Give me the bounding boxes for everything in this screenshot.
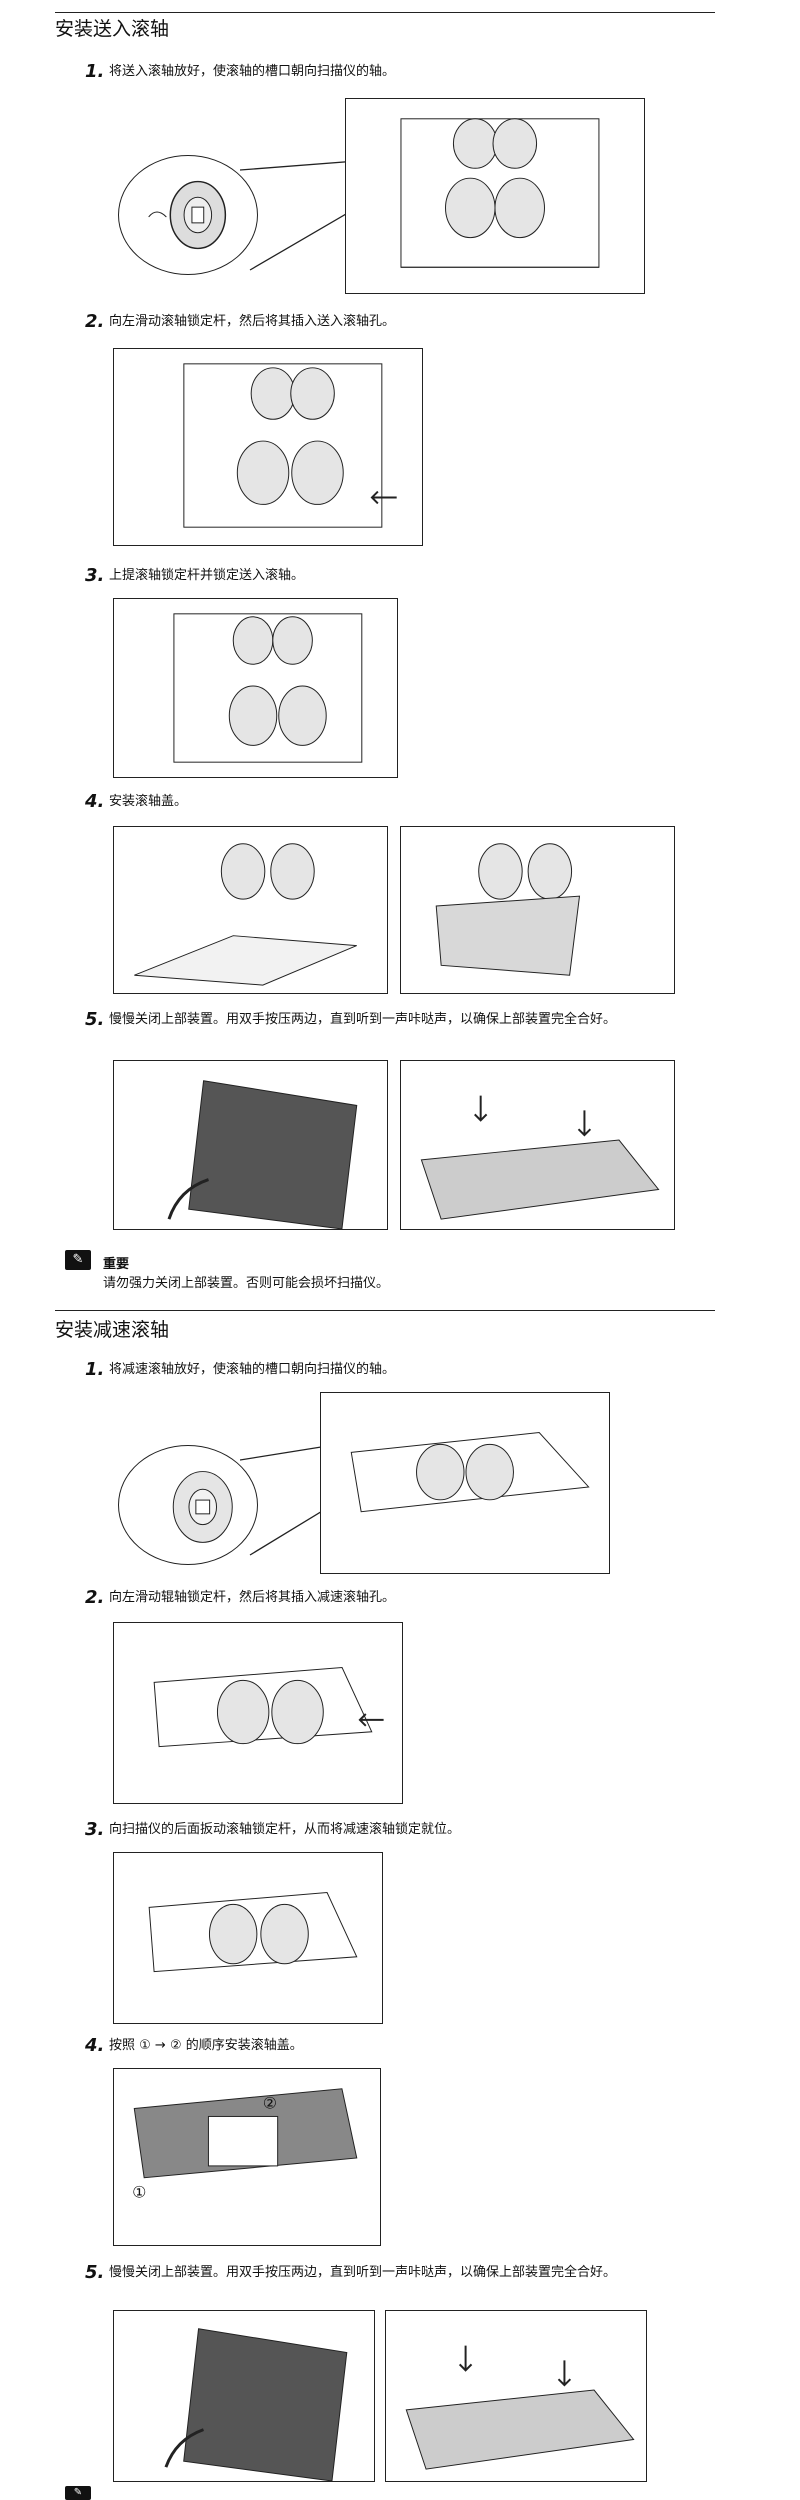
- feed-step-3: 3. 上提滚轴锁定杆并锁定送入滚轴。: [85, 566, 705, 588]
- step-text: 慢慢关闭上部装置。用双手按压两边，直到听到一声咔哒声，以确保上部装置完全合好。: [109, 2265, 617, 2280]
- step-number: 2.: [85, 311, 105, 332]
- retard-step-4: 4. 按照 ① → ② 的顺序安装滚轴盖。: [85, 2036, 705, 2058]
- feed-step-4-figure-b: [400, 826, 675, 994]
- figure-label-two: ②: [263, 2094, 277, 2113]
- step-text: 向左滑动滚轴锁定杆，然后将其插入送入滚轴孔。: [109, 314, 396, 329]
- section-rule: [55, 12, 715, 14]
- step-text: 按照 ① → ② 的顺序安装滚轴盖。: [109, 2038, 303, 2053]
- retard-step-1-figure: [320, 1392, 610, 1574]
- feed-step-1-figure: [345, 98, 645, 294]
- feed-step-4-figure-a: [113, 826, 388, 994]
- important-icon: ✎: [65, 1250, 91, 1270]
- step-number: 2.: [85, 1587, 105, 1608]
- feed-step-5: 5. 慢慢关闭上部装置。用双手按压两边，直到听到一声咔哒声，以确保上部装置完全合好…: [85, 1010, 705, 1032]
- step-text: 向扫描仪的后面扳动滚轴锁定杆，从而将减速滚轴锁定就位。: [109, 1822, 461, 1837]
- feed-step-3-figure: [113, 598, 398, 778]
- retard-step-2-figure: [113, 1622, 403, 1804]
- feed-step-2: 2. 向左滑动滚轴锁定杆，然后将其插入送入滚轴孔。: [85, 312, 705, 334]
- step-number: 1.: [85, 61, 105, 82]
- retard-step-1: 1. 将减速滚轴放好，使滚轴的槽口朝向扫描仪的轴。: [85, 1360, 705, 1382]
- step-text: 安装滚轴盖。: [109, 794, 188, 809]
- feed-step-2-figure: [113, 348, 423, 546]
- step-text: 慢慢关闭上部装置。用双手按压两边，直到听到一声咔哒声，以确保上部装置完全合好。: [109, 1012, 617, 1027]
- retard-step-3: 3. 向扫描仪的后面扳动滚轴锁定杆，从而将减速滚轴锁定就位。: [85, 1820, 705, 1842]
- section-title-feed-roller: 安装送入滚轴: [55, 18, 170, 40]
- feed-step-4: 4. 安装滚轴盖。: [85, 792, 705, 814]
- step-number: 3.: [85, 1819, 105, 1840]
- retard-step-2: 2. 向左滑动辊轴锁定杆，然后将其插入减速滚轴孔。: [85, 1588, 705, 1610]
- retard-step-3-figure: [113, 1852, 383, 2024]
- feed-step-1: 1. 将送入滚轴放好，使滚轴的槽口朝向扫描仪的轴。: [85, 62, 705, 84]
- section-rule: [55, 1310, 715, 1312]
- step-number: 3.: [85, 565, 105, 586]
- retard-step-5-figure-a: [113, 2310, 375, 2482]
- retard-roller-closeup: [118, 1445, 258, 1565]
- step-number: 5.: [85, 2262, 105, 2283]
- roller-closeup-illustration: [118, 155, 258, 275]
- figure-label-one: ①: [132, 2183, 146, 2202]
- note-text: 请勿强力关闭上部装置。否则可能会损坏扫描仪。: [103, 1276, 390, 1291]
- step-number: 4.: [85, 2035, 105, 2056]
- note-title: 重要: [103, 1257, 130, 1272]
- section-title-retard-roller: 安装减速滚轴: [55, 1319, 170, 1341]
- step-text: 上提滚轴锁定杆并锁定送入滚轴。: [109, 568, 305, 583]
- step-text: 向左滑动辊轴锁定杆，然后将其插入减速滚轴孔。: [109, 1590, 396, 1605]
- step-number: 4.: [85, 791, 105, 812]
- retard-step-4-figure: ② ①: [113, 2068, 381, 2246]
- step-number: 5.: [85, 1009, 105, 1030]
- retard-step-5: 5. 慢慢关闭上部装置。用双手按压两边，直到听到一声咔哒声，以确保上部装置完全合好…: [85, 2263, 705, 2285]
- retard-step-5-figure-b: [385, 2310, 647, 2482]
- important-icon: ✎: [65, 2486, 91, 2500]
- feed-step-5-figure-b: [400, 1060, 675, 1230]
- step-number: 1.: [85, 1359, 105, 1380]
- step-text: 将减速滚轴放好，使滚轴的槽口朝向扫描仪的轴。: [109, 1362, 396, 1377]
- feed-step-5-figure-a: [113, 1060, 388, 1230]
- step-text: 将送入滚轴放好，使滚轴的槽口朝向扫描仪的轴。: [109, 64, 396, 79]
